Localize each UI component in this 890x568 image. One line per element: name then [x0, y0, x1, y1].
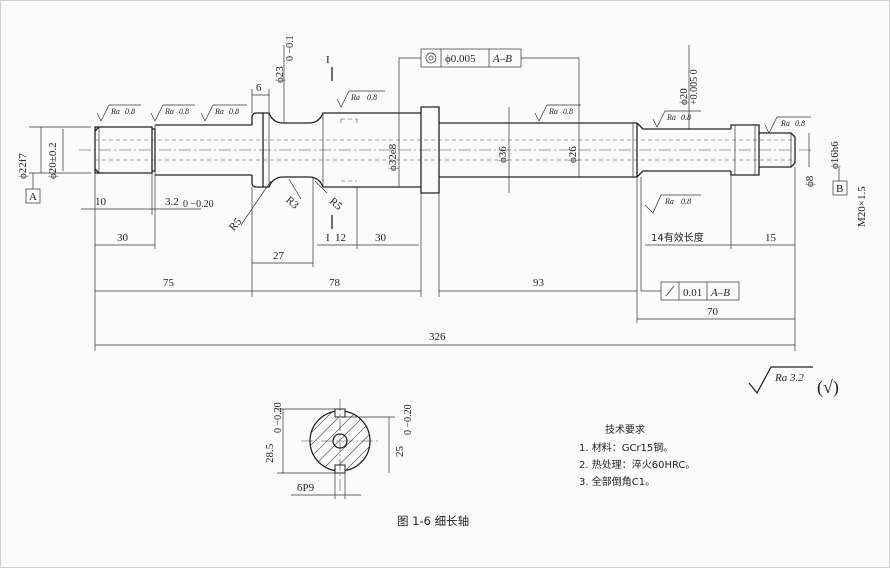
dim-d20-right-tol: +0.005 0: [689, 69, 700, 105]
runout-frame: 0.01 A–B: [640, 177, 740, 301]
dim-r3: R3: [283, 194, 301, 212]
dim-l32-tol: 0 −0.20: [183, 199, 214, 210]
dim-r5b: R5: [327, 195, 345, 213]
dim-d32e8: ϕ32e8: [387, 143, 399, 171]
general-roughness-suffix: (√): [817, 377, 839, 398]
svg-text:0.8: 0.8: [795, 119, 805, 128]
figure-caption: 图 1-6 细长轴: [397, 514, 469, 528]
svg-text:Ra: Ra: [214, 107, 224, 116]
dim-l15: 15: [765, 232, 777, 244]
dim-d8: ϕ8: [804, 175, 816, 187]
dim-s285-tol: 0 −0.20: [273, 402, 284, 433]
svg-text:0.8: 0.8: [563, 107, 573, 116]
coaxiality-frame: ϕ0.005 A–B: [398, 48, 580, 123]
tech-req-title: 技术要求: [605, 423, 645, 436]
dim-l32: 3.2: [165, 196, 179, 208]
tech-requirements: 技术要求 1. 材料：GCr15钢。 2. 热处理：淬火60HRC。 3. 全部…: [579, 423, 695, 488]
dim-m20: M20×1.5: [856, 186, 868, 227]
tech-req-item-1: 1. 材料：GCr15钢。: [579, 441, 673, 454]
dim-s25: 25: [394, 446, 406, 458]
dim-l10: 10: [95, 196, 107, 208]
runout-value: 0.01: [683, 287, 702, 299]
svg-text:B: B: [836, 183, 843, 195]
dim-l75: 75: [163, 277, 175, 289]
dim-l14: 14有效长度: [651, 231, 704, 244]
dim-l6: 6: [256, 82, 262, 94]
dim-l30a: 30: [117, 232, 129, 244]
roughness-marks: Ra 0.8 Ra 0.8 Ra 0.8 Ra 0.8 Ra 0.8 Ra 0.…: [96, 90, 811, 214]
dim-d26: ϕ26: [567, 146, 579, 163]
svg-text:0.8: 0.8: [179, 107, 189, 116]
coaxiality-datum: A–B: [492, 53, 512, 65]
general-roughness: Ra 3.2 (√): [748, 366, 839, 398]
dim-d20-02: ϕ20±0.2: [47, 142, 59, 179]
dim-r5a: R5: [227, 215, 245, 233]
diameter-dims: ϕ22f7 ϕ20±0.2 ϕ23 0 −0.1 ϕ32e8 ϕ36 ϕ26 ϕ…: [17, 35, 868, 227]
section-label-bottom: I: [326, 232, 330, 244]
datum-b: B: [832, 167, 848, 196]
section-marker: I I: [326, 54, 333, 244]
section-view: 28.5 0 −0.20 25 0 −0.20 6P9: [264, 399, 414, 499]
datum-a: A: [25, 173, 41, 204]
dim-d16h6: ϕ16h6: [829, 141, 841, 169]
svg-text:Ra: Ra: [164, 107, 174, 116]
dim-s25-tol: 0 −0.20: [403, 404, 414, 435]
section-label-top: I: [326, 54, 330, 66]
general-roughness-value: Ra 3.2: [774, 372, 804, 384]
dim-s285: 28.5: [264, 443, 276, 463]
dim-l326: 326: [429, 331, 446, 343]
runout-datum: A–B: [710, 287, 730, 299]
svg-text:Ra: Ra: [780, 119, 790, 128]
svg-text:0.8: 0.8: [681, 113, 691, 122]
dim-l93: 93: [533, 277, 545, 289]
dim-l12: 12: [335, 232, 346, 244]
svg-text:A: A: [29, 191, 37, 203]
dim-l78: 78: [329, 277, 341, 289]
dim-s6p9: 6P9: [297, 482, 315, 494]
svg-text:0.8: 0.8: [125, 107, 135, 116]
svg-text:Ra: Ra: [110, 107, 120, 116]
dim-d20-right: ϕ20: [678, 88, 690, 105]
svg-text:0.8: 0.8: [229, 107, 239, 116]
dim-l70: 70: [707, 306, 719, 318]
svg-text:Ra: Ra: [548, 107, 558, 116]
svg-text:0.8: 0.8: [681, 197, 691, 206]
coaxiality-value: ϕ0.005: [445, 53, 476, 65]
tech-req-item-2: 2. 热处理：淬火60HRC。: [579, 458, 695, 471]
length-dims: 6 10 3.2 0 −0.20 30 27 12 30 75 78 93 14…: [81, 82, 796, 351]
svg-text:Ra: Ra: [350, 93, 360, 102]
svg-text:Ra: Ra: [664, 197, 674, 206]
dim-l27: 27: [273, 250, 285, 262]
svg-text:0.8: 0.8: [367, 93, 377, 102]
dim-d36: ϕ36: [497, 146, 509, 163]
dim-d22f7: ϕ22f7: [17, 153, 29, 179]
dim-d23-tol: 0 −0.1: [285, 35, 296, 61]
tech-req-item-3: 3. 全部倒角C1。: [579, 475, 655, 488]
dim-l30b: 30: [375, 232, 387, 244]
svg-text:Ra: Ra: [666, 113, 676, 122]
dim-d23: ϕ23: [274, 66, 286, 83]
